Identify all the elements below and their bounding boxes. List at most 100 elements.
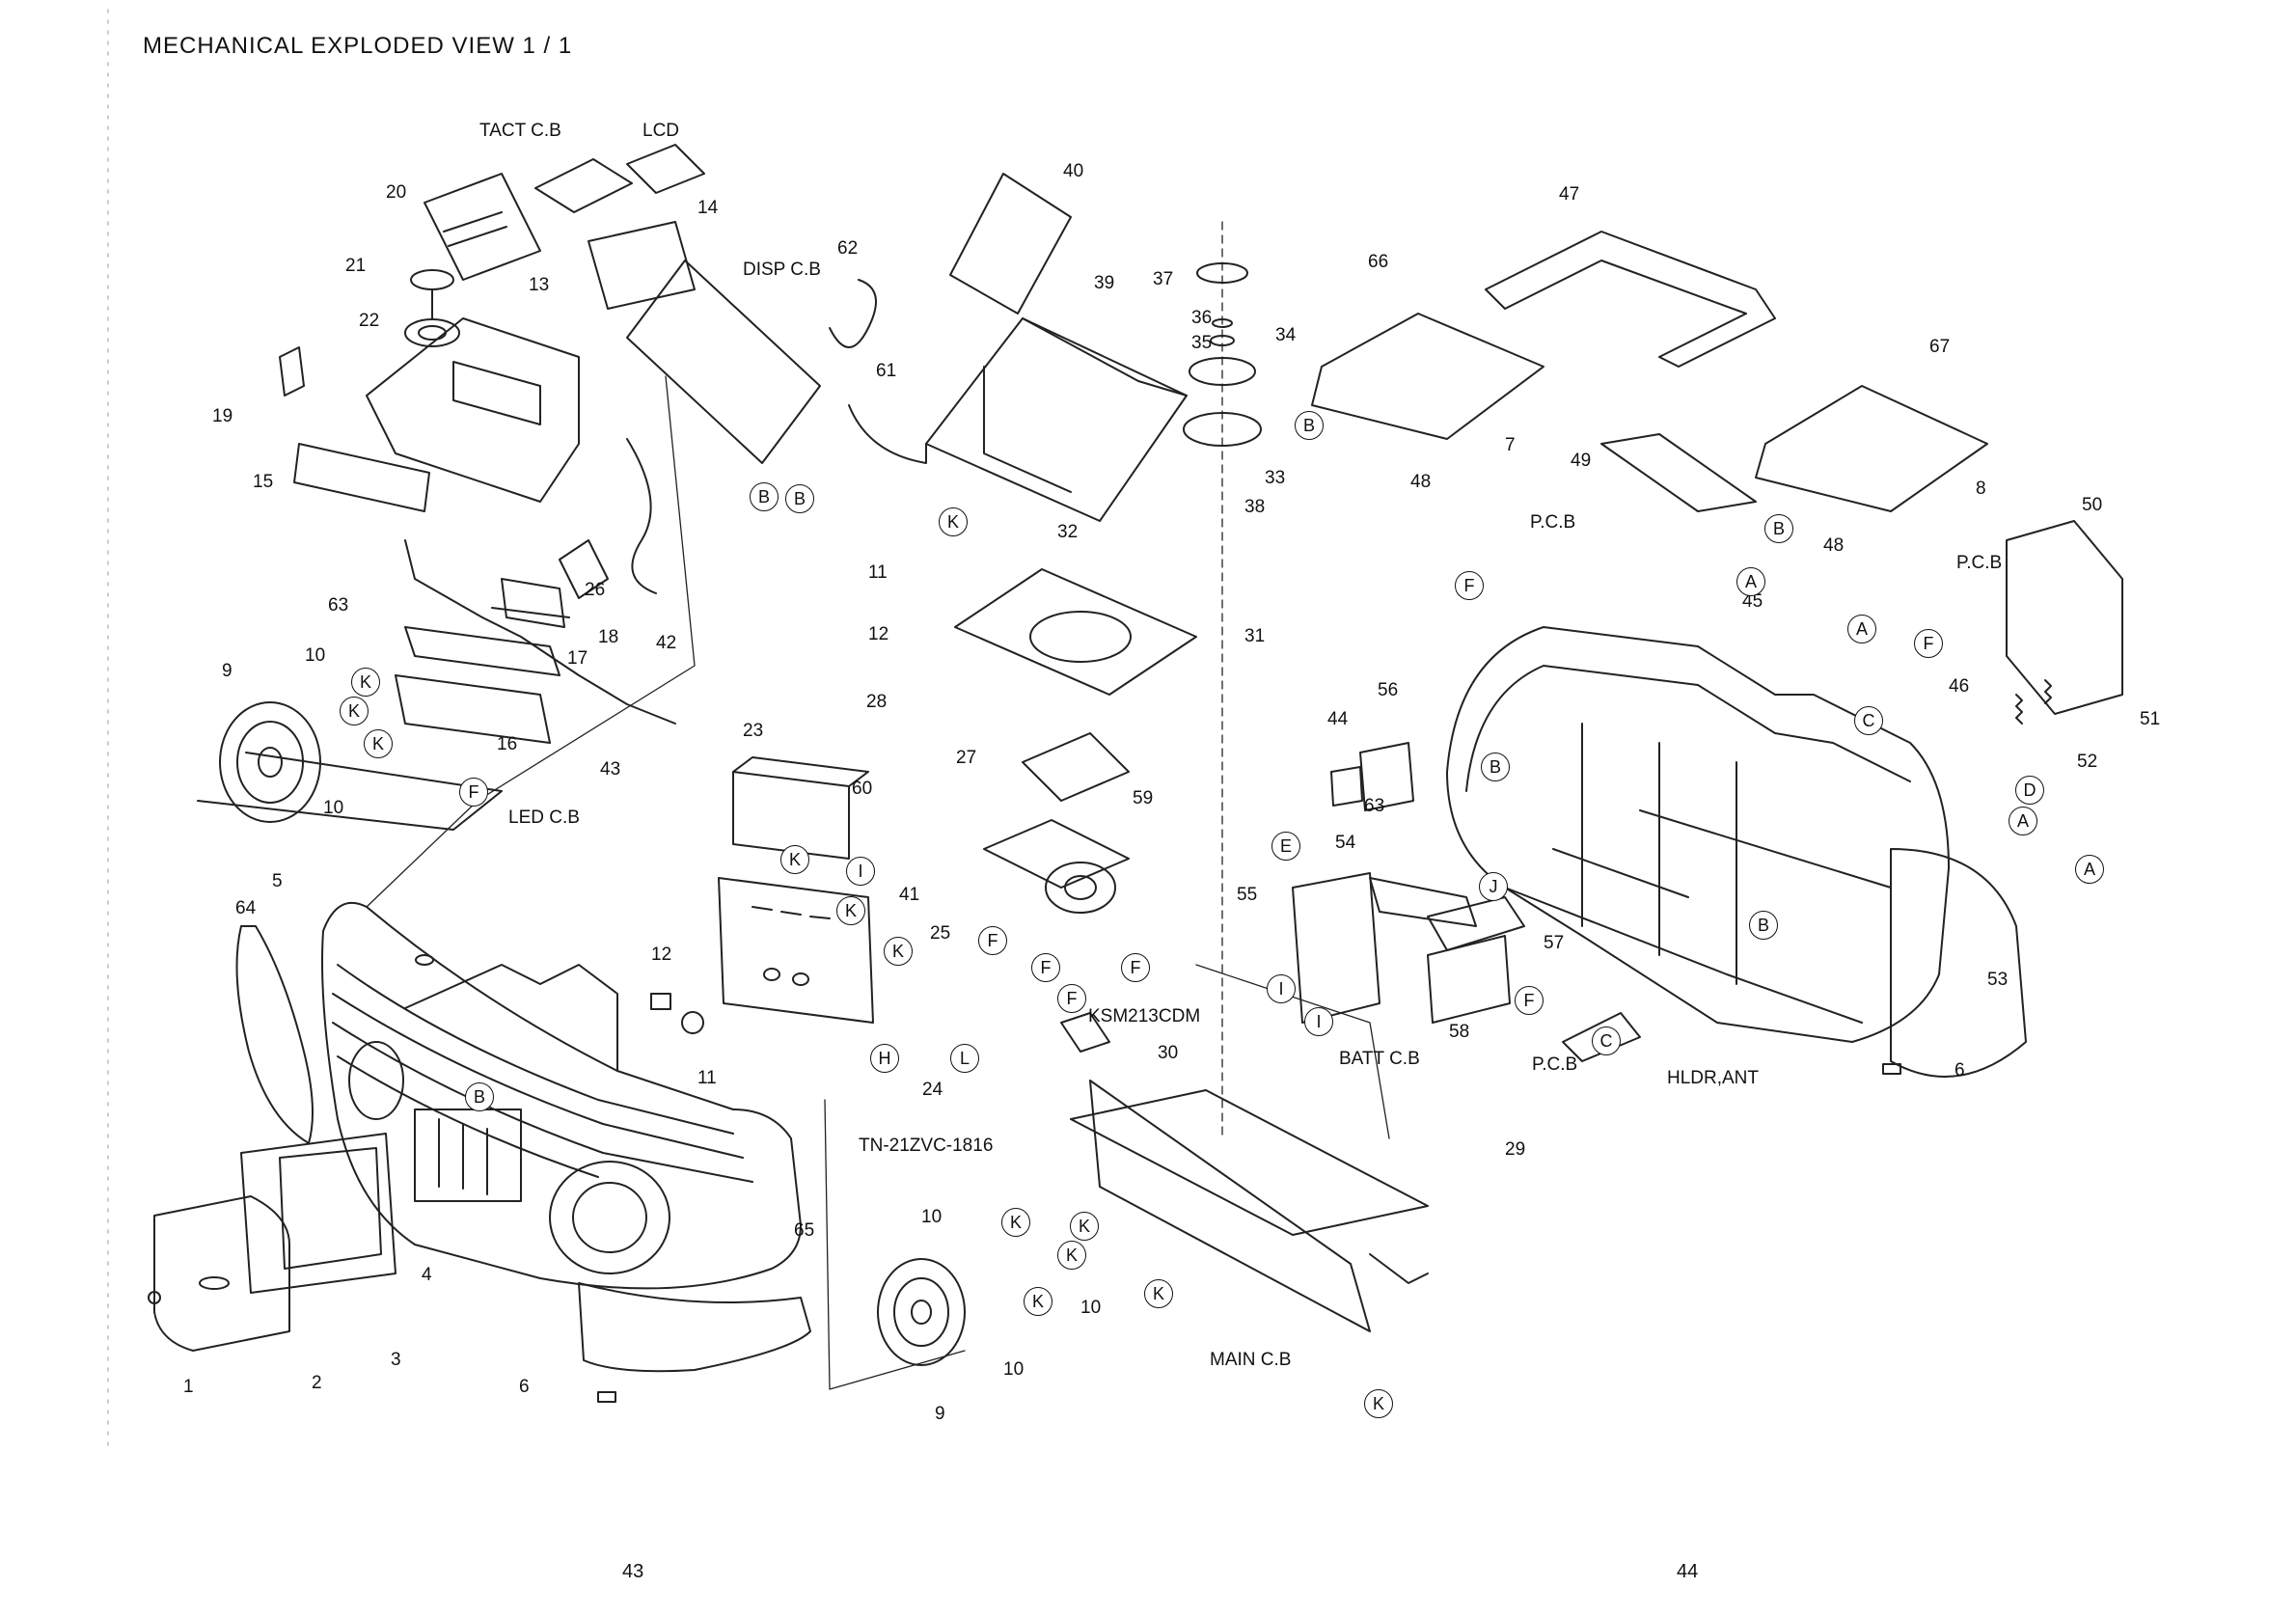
top-panel (279, 173, 580, 512)
part-number: 56 (1378, 680, 1399, 700)
part-number: 6 (519, 1377, 530, 1397)
speaker-left (197, 701, 503, 831)
label-batt-cb: BATT C.B (1339, 1049, 1420, 1069)
part-number: 40 (1063, 161, 1084, 181)
part-number: 22 (359, 311, 380, 331)
part-number: 15 (253, 472, 274, 492)
part-number: 43 (600, 759, 621, 780)
part-number: 54 (1335, 833, 1356, 853)
pcb-small (1562, 1012, 1641, 1062)
part-number: 67 (1929, 337, 1951, 357)
page-number-right: 44 (1677, 1561, 1699, 1582)
part-number: 57 (1544, 933, 1565, 953)
ref-f: F (1455, 571, 1484, 600)
part-number: 6 (1954, 1060, 1965, 1081)
part-number: 5 (272, 871, 283, 891)
ref-i: I (1267, 974, 1296, 1003)
battery-section (1292, 742, 1525, 1024)
ref-k: K (1057, 1241, 1086, 1270)
part-number: 10 (1080, 1298, 1102, 1318)
side-panel (235, 925, 314, 1144)
foot-left (597, 1391, 616, 1403)
foot-right (1882, 1063, 1901, 1075)
part-number: 10 (1003, 1359, 1025, 1380)
ref-f: F (459, 778, 488, 807)
ref-j: J (1479, 872, 1508, 901)
part-number: 11 (868, 562, 888, 583)
ref-k: K (1364, 1389, 1393, 1418)
part-number: 34 (1275, 325, 1297, 345)
part-number: 1 (183, 1377, 194, 1397)
part-number: 39 (1094, 273, 1115, 293)
ref-k: K (340, 697, 369, 725)
rear-cabinet (1446, 626, 1950, 1043)
part-number: 8 (1976, 479, 1986, 499)
label-cd-mechanism: KSM213CDM (1088, 1006, 1201, 1026)
part-number: 49 (1571, 451, 1592, 471)
part-number: 35 (1191, 333, 1213, 353)
led-board (395, 578, 570, 744)
part-number: 66 (1368, 252, 1389, 272)
label-lcd: LCD (642, 121, 680, 141)
label-pcb-1: P.C.B (1530, 512, 1576, 533)
ref-e: E (1271, 832, 1300, 861)
ref-f: F (1057, 984, 1086, 1013)
speaker-enclosure (1890, 848, 2027, 1078)
part-number: 29 (1505, 1139, 1526, 1160)
bottom-panel (578, 1282, 811, 1373)
label-hldr-ant: HLDR,ANT (1667, 1068, 1760, 1088)
ref-l: L (950, 1044, 979, 1073)
part-number: 24 (922, 1080, 943, 1100)
part-number: 64 (235, 898, 257, 918)
ref-b: B (465, 1082, 494, 1111)
label-tact-cb: TACT C.B (479, 121, 561, 141)
part-number: 17 (567, 648, 588, 669)
part-number: 28 (866, 692, 888, 712)
ref-b: B (1295, 411, 1324, 440)
ref-f: F (1515, 986, 1544, 1015)
ref-b: B (785, 484, 814, 513)
part-number: 18 (598, 627, 619, 647)
part-number: 63 (1364, 796, 1385, 816)
part-number: 9 (222, 661, 232, 681)
label-led-cb: LED C.B (508, 808, 580, 828)
part-number: 21 (345, 256, 367, 276)
part-number: 10 (921, 1207, 943, 1227)
handle-bracket (1600, 433, 1757, 512)
part-number: 31 (1244, 626, 1266, 646)
ref-f: F (978, 926, 1007, 955)
part-number: 36 (1191, 308, 1213, 328)
part-number: 47 (1559, 184, 1580, 205)
cassette-door (148, 1133, 396, 1352)
ref-k: K (1070, 1212, 1099, 1241)
ref-k: K (1001, 1208, 1030, 1237)
part-number: 30 (1158, 1043, 1179, 1063)
ref-k: K (1144, 1279, 1173, 1308)
part-number: 52 (2077, 752, 2098, 772)
ref-k: K (836, 896, 865, 925)
part-number: 63 (328, 595, 349, 616)
label-pcb-2: P.C.B (1956, 553, 2003, 573)
part-number: 65 (794, 1220, 815, 1241)
ref-f: F (1914, 629, 1943, 658)
page-title: MECHANICAL EXPLODED VIEW 1 / 1 (143, 33, 573, 59)
part-number: 45 (1742, 591, 1763, 612)
knob (681, 1011, 704, 1034)
ref-a: A (1736, 567, 1765, 596)
part-number: 12 (651, 944, 672, 965)
label-pcb-3: P.C.B (1532, 1054, 1578, 1075)
part-number: 20 (386, 182, 407, 203)
bracket-12 (650, 993, 671, 1010)
part-number: 27 (956, 748, 977, 768)
ref-c: C (1592, 1026, 1621, 1055)
part-number: 11 (697, 1068, 717, 1088)
ref-k: K (351, 668, 380, 697)
part-number: 3 (391, 1350, 401, 1370)
ref-a: A (2075, 855, 2104, 884)
part-number: 50 (2082, 495, 2103, 515)
part-number: 61 (876, 361, 897, 381)
ref-b: B (1481, 753, 1510, 781)
label-tuner: TN-21ZVC-1816 (859, 1136, 994, 1156)
